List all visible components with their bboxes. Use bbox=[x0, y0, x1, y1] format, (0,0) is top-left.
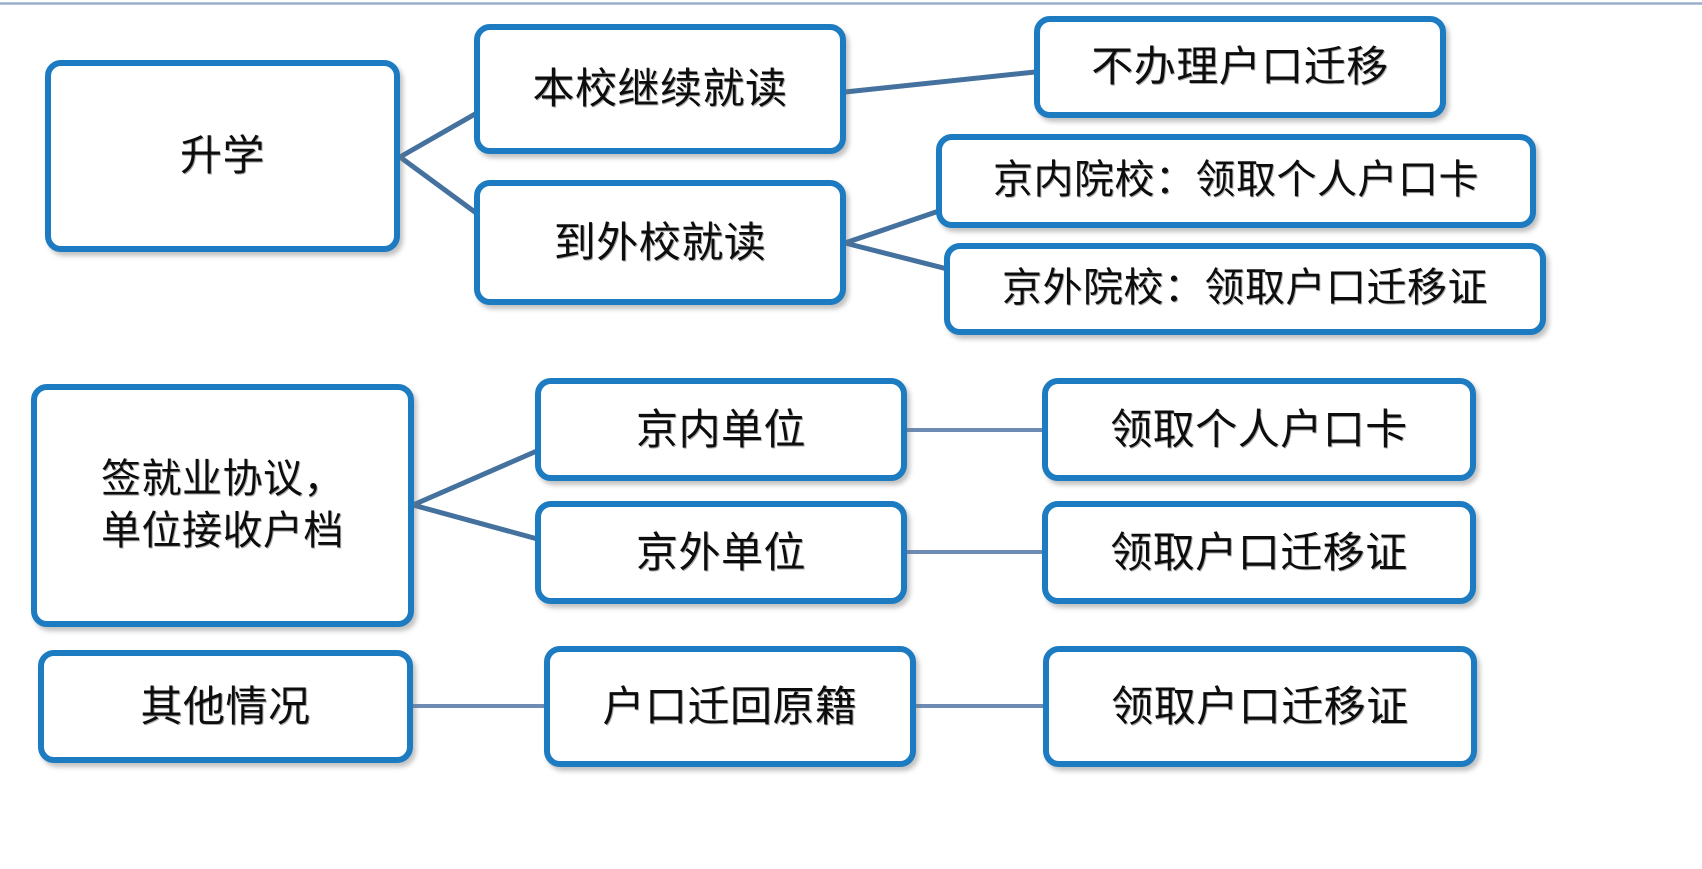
node-hukou-qianhui-yuanji[interactable]: 户口迁回原籍 bbox=[544, 646, 916, 767]
node-lingqu-hukou-qianyizheng-2[interactable]: 领取户口迁移证 bbox=[1043, 646, 1477, 767]
node-label: 升学 bbox=[179, 132, 265, 180]
node-jingnei-yuanxiao[interactable]: 京内院校：领取个人户口卡 bbox=[936, 134, 1536, 228]
node-qita-qingkuang[interactable]: 其他情况 bbox=[38, 650, 413, 763]
node-jingwai-yuanxiao[interactable]: 京外院校：领取户口迁移证 bbox=[944, 243, 1546, 335]
node-label: 其他情况 bbox=[140, 682, 311, 730]
node-jingwai-danwei[interactable]: 京外单位 bbox=[535, 501, 907, 604]
node-label: 京内院校：领取个人户口卡 bbox=[993, 158, 1479, 203]
node-label: 本校继续就读 bbox=[532, 65, 788, 113]
node-qian-jiuye-xieyi[interactable]: 签就业协议， 单位接收户档 bbox=[31, 384, 414, 627]
node-label: 京外院校：领取户口迁移证 bbox=[1002, 266, 1488, 311]
node-label: 京内单位 bbox=[635, 405, 806, 453]
node-label: 户口迁回原籍 bbox=[602, 682, 858, 730]
node-label: 领取户口迁移证 bbox=[1111, 682, 1409, 730]
node-shengxue[interactable]: 升学 bbox=[45, 60, 400, 252]
node-lingqu-hukou-qianyizheng-1[interactable]: 领取户口迁移证 bbox=[1042, 501, 1476, 604]
node-label: 京外单位 bbox=[635, 528, 806, 576]
node-jingnei-danwei[interactable]: 京内单位 bbox=[535, 378, 907, 481]
node-label: 签就业协议， 单位接收户档 bbox=[101, 457, 344, 553]
edge-benxiao-buban bbox=[844, 69, 1036, 95]
node-label: 领取户口迁移证 bbox=[1110, 528, 1408, 576]
node-buban-hukou-qianyi[interactable]: 不办理户口迁移 bbox=[1034, 16, 1446, 118]
node-label: 不办理户口迁移 bbox=[1091, 43, 1389, 91]
top-divider-rule bbox=[0, 2, 1702, 5]
node-label: 领取个人户口卡 bbox=[1110, 405, 1408, 453]
node-dao-waixiao-jiudu[interactable]: 到外校就读 bbox=[474, 180, 846, 305]
node-lingqu-geren-hukouka[interactable]: 领取个人户口卡 bbox=[1042, 378, 1476, 481]
node-benxiao-jixu-jiudu[interactable]: 本校继续就读 bbox=[474, 24, 846, 154]
node-label: 到外校就读 bbox=[553, 218, 767, 266]
